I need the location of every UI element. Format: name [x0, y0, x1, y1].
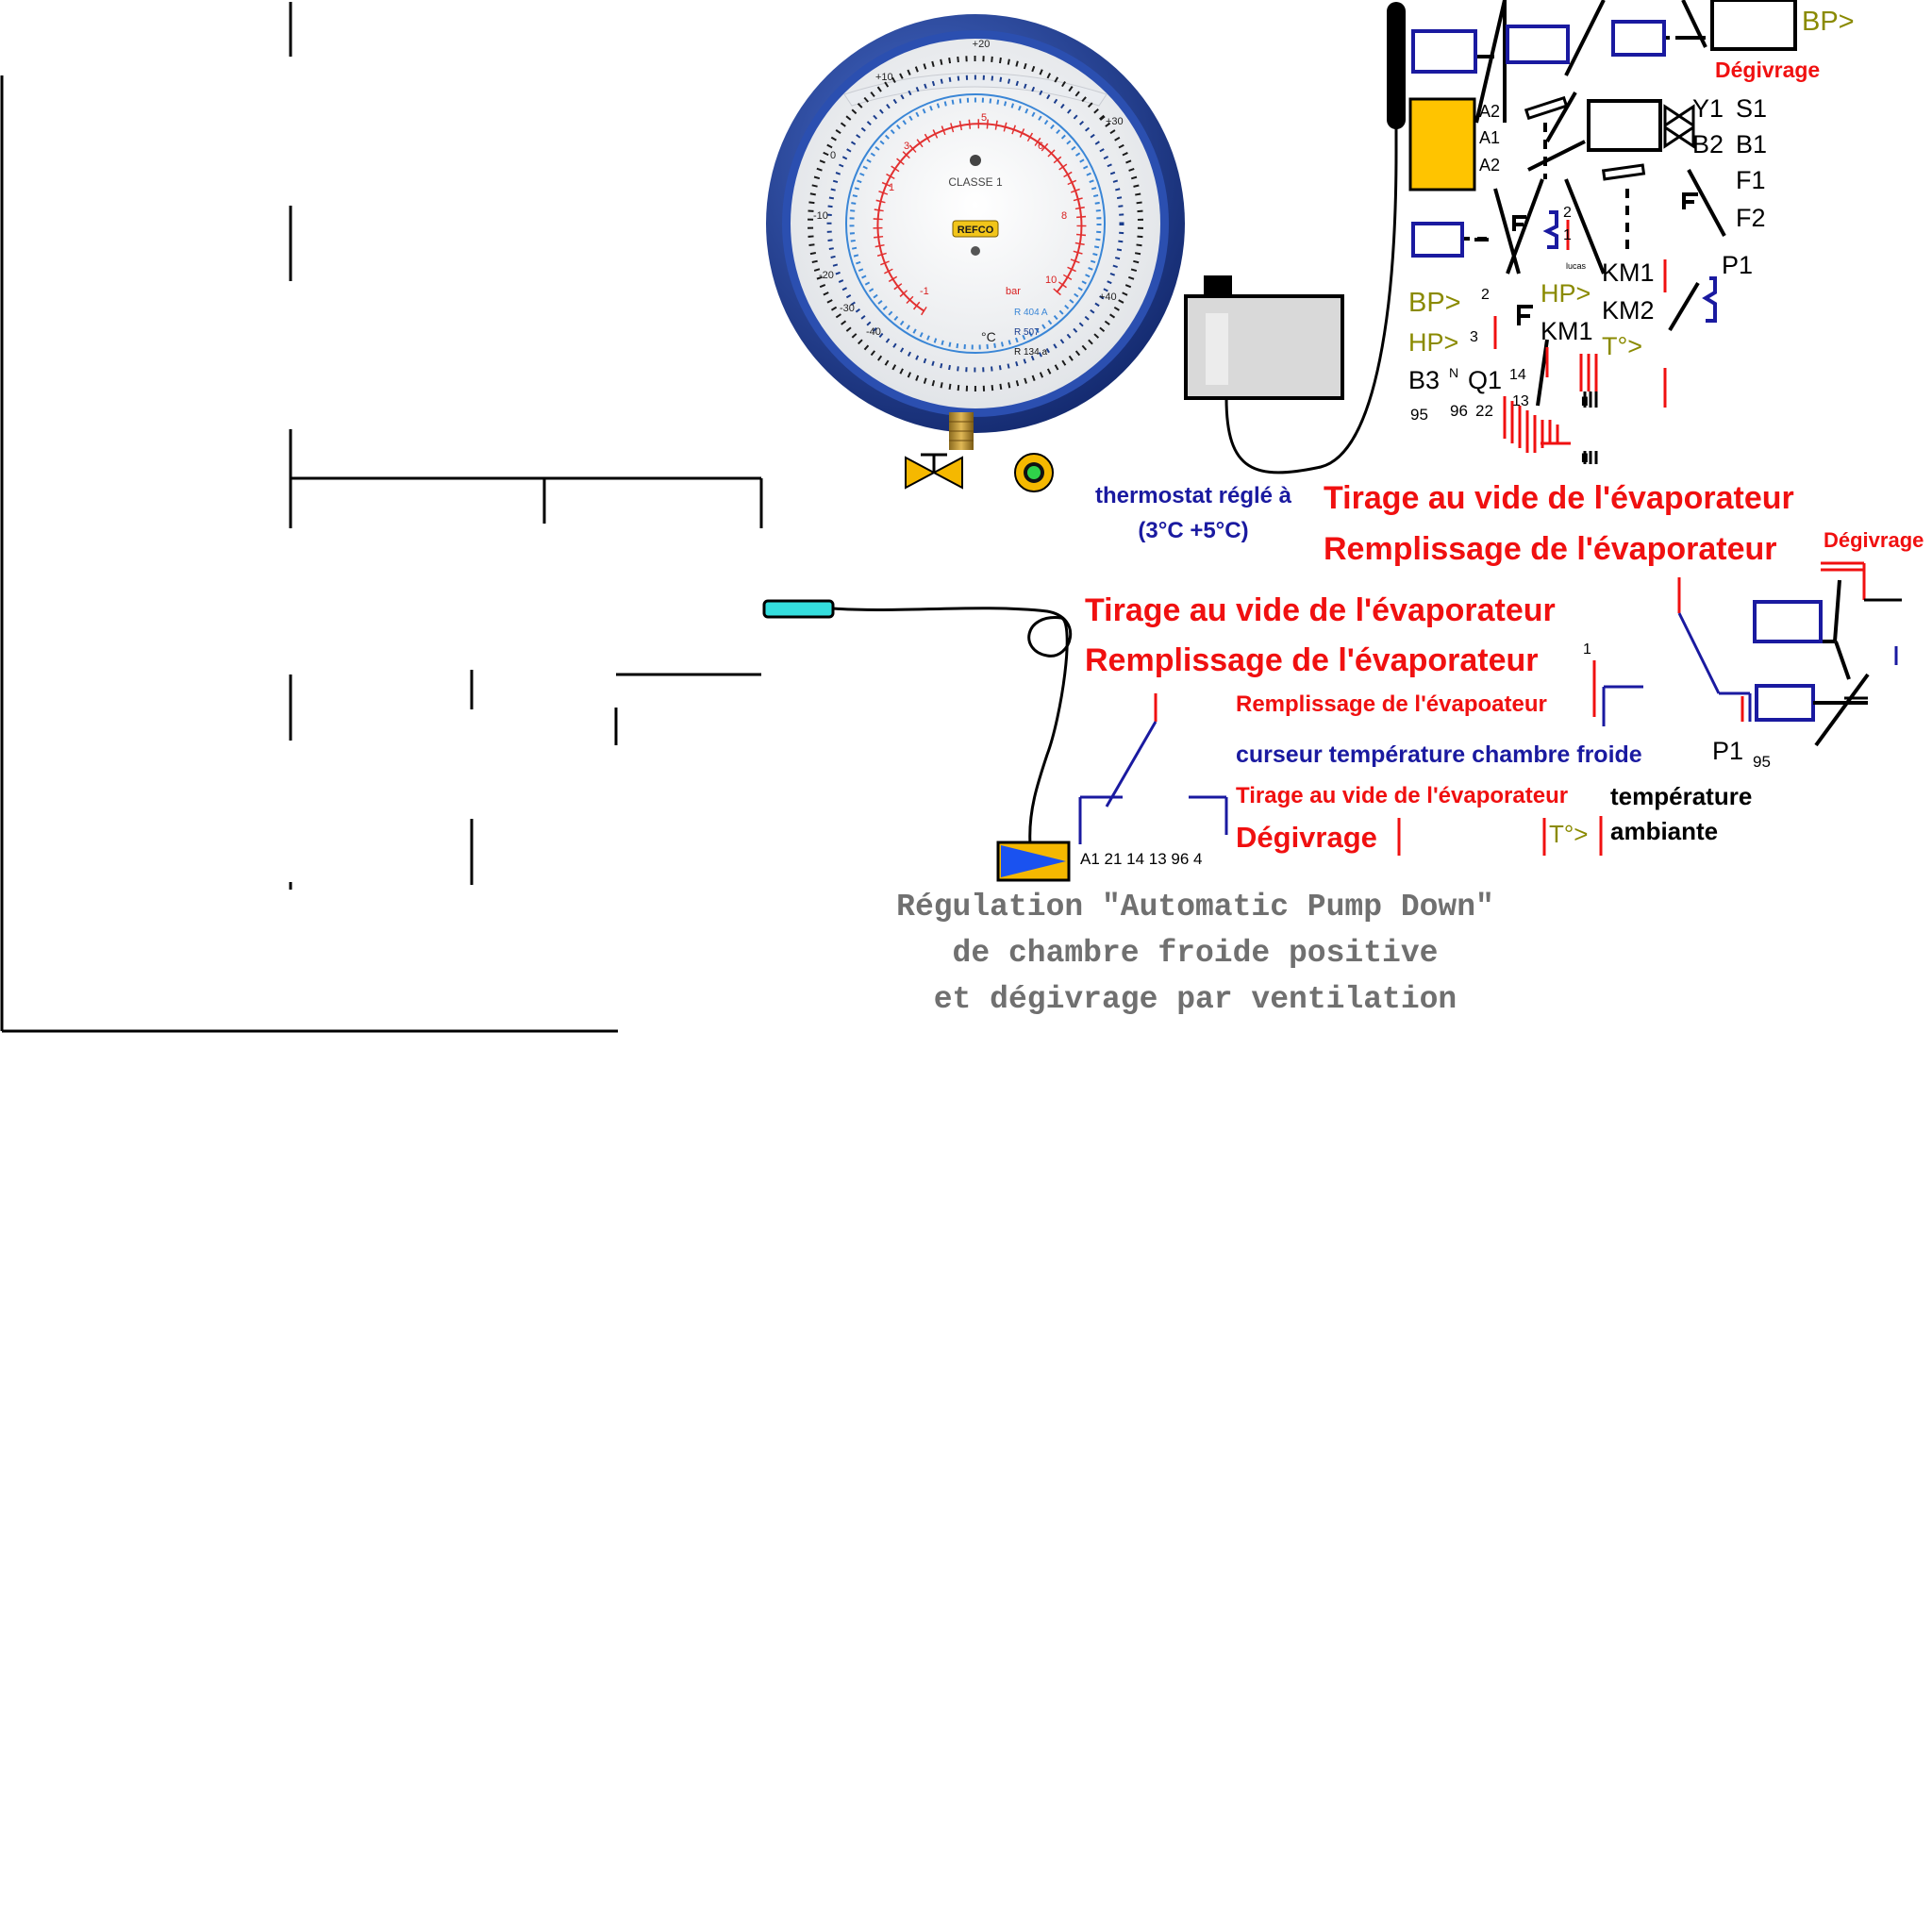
label-q1: Q1 — [1468, 366, 1502, 394]
label-superscript-1: 1 — [1583, 641, 1591, 658]
bar-label-6: 6 — [1038, 141, 1043, 152]
label-95: 95 — [1410, 406, 1428, 424]
refco-logo — [952, 220, 999, 238]
gauge-unit-celsius: °C — [981, 329, 996, 344]
scale-label-plus40: +40 — [1099, 291, 1117, 303]
title-line-3: et dégivrage par ventilation — [934, 982, 1457, 1017]
thermostat-label: thermostat réglé à — [1095, 483, 1292, 508]
label-3: 3 — [1470, 329, 1478, 345]
pressure-gauge: +20 +10 0 -10 -20 -30 -40 +30 +40 -1 1 3… — [766, 14, 1185, 450]
solenoid-valve-icon — [996, 841, 1071, 882]
left-wiring-frame — [0, 2, 763, 1033]
label-hp-mid: HP> — [1541, 279, 1591, 308]
scale-label-minus30: -30 — [840, 303, 855, 314]
title-line-2: de chambre froide positive — [953, 936, 1439, 971]
label-y1: Y1 — [1692, 94, 1724, 123]
label-13: 13 — [1512, 393, 1529, 409]
gauge-unit-bar: bar — [1006, 286, 1021, 297]
scale-label-minus40: -40 — [866, 326, 881, 338]
label-a1: A1 — [1479, 128, 1500, 147]
label-95-bottom: 95 — [1753, 753, 1771, 771]
label-96: 96 — [1450, 402, 1468, 420]
temperature-sensor — [762, 599, 1073, 845]
label-iii-bottom: III — [1581, 450, 1592, 465]
label-p1: P1 — [1722, 251, 1753, 279]
sensor-bulb — [762, 599, 835, 619]
thermostat-unit — [1184, 123, 1398, 475]
label-b2: B2 — [1692, 130, 1724, 158]
capillary-tube — [832, 607, 1073, 845]
label-1: 1 — [1563, 227, 1572, 243]
defrost-schematic — [1592, 561, 1902, 747]
label-km1-bottom: KM1 — [1541, 317, 1593, 345]
bar-label-5: 5 — [981, 112, 987, 124]
label-degivrage-right: Dégivrage — [1824, 528, 1924, 552]
label-lucas: lucas — [1566, 261, 1587, 271]
label-a2-top: A2 — [1479, 102, 1500, 121]
scale-label-plus30: +30 — [1106, 116, 1124, 127]
label-2b: 2 — [1481, 287, 1490, 303]
label-2: 2 — [1563, 205, 1572, 221]
gauge-screw-icon — [970, 155, 981, 166]
terminal-wiring — [1078, 693, 1228, 844]
label-remplissage-small: Remplissage de l'évapoateur — [1236, 691, 1547, 717]
bar-label-10: 10 — [1045, 275, 1057, 286]
label-b3: B3 — [1408, 366, 1440, 394]
label-degivrage-bottom: Dégivrage — [1236, 821, 1377, 854]
valve-icon — [905, 453, 963, 490]
bar-label-minus1: -1 — [920, 286, 929, 297]
scale-label-plus20: +20 — [973, 39, 991, 50]
heading-remplissage-1: Remplissage de l'évaporateur — [1324, 531, 1777, 567]
label-terminals: A1 21 14 13 96 4 — [1080, 850, 1203, 868]
label-a2-bottom: A2 — [1479, 156, 1500, 175]
bar-label-8: 8 — [1061, 210, 1067, 222]
heading-remplissage-2: Remplissage de l'évaporateur — [1085, 642, 1539, 678]
label-n: N — [1449, 365, 1458, 380]
label-degivrage-top: Dégivrage — [1715, 58, 1820, 82]
indicator-light-icon — [1014, 453, 1054, 492]
label-tirage-small: Tirage au vide de l'évaporateur — [1236, 783, 1568, 808]
bar-label-1: 1 — [889, 182, 894, 193]
title-line-1: Régulation "Automatic Pump Down" — [896, 890, 1494, 924]
gauge-pin-icon — [971, 246, 980, 256]
electrical-schematic — [1387, 0, 1797, 464]
label-p1-bottom: P1 — [1712, 737, 1743, 765]
thermostat-setpoint: (3°C +5°C) — [1138, 518, 1248, 543]
label-f2: F2 — [1736, 204, 1766, 232]
label-hp-left: HP> — [1408, 328, 1458, 357]
label-t-mid: T°> — [1602, 332, 1642, 360]
label-t-bottom: T°> — [1549, 820, 1588, 848]
label-14: 14 — [1509, 367, 1526, 383]
scale-label-plus10: +10 — [875, 72, 893, 83]
refrigerant-r507: R 507 — [1014, 327, 1040, 338]
label-bp-top: BP> — [1802, 7, 1855, 37]
label-km2: KM2 — [1602, 296, 1655, 325]
label-b1: B1 — [1736, 130, 1767, 158]
refco-logo-text: REFCO — [958, 225, 994, 236]
label-bp-mid: BP> — [1408, 288, 1461, 318]
label-temperature: température — [1610, 782, 1752, 810]
label-f1: F1 — [1736, 166, 1766, 194]
refrigerant-r134a: R 134 a — [1014, 347, 1047, 358]
label-km1-top: KM1 — [1602, 258, 1655, 287]
label-curseur-temperature: curseur température chambre froide — [1236, 741, 1642, 768]
relay-block — [1408, 97, 1476, 192]
label-22: 22 — [1475, 402, 1493, 420]
heading-tirage-1: Tirage au vide de l'évaporateur — [1324, 480, 1794, 516]
heading-tirage-2: Tirage au vide de l'évaporateur — [1085, 592, 1556, 628]
gauge-class-label: CLASSE 1 — [948, 175, 1003, 189]
label-iii-top: III — [1581, 393, 1592, 408]
bar-label-3: 3 — [904, 141, 909, 152]
scale-label-minus20: -20 — [819, 270, 834, 281]
schematic-labels: BP> Dégivrage Y1 S1 B2 B1 F1 F2 P1 A2 A1… — [1408, 7, 1855, 465]
refrigerant-r404a: R 404 A — [1014, 308, 1048, 318]
scale-label-0: 0 — [830, 150, 836, 161]
scale-label-minus10: -10 — [813, 210, 828, 222]
thermostat-bulb-connector — [1387, 2, 1406, 129]
label-ambiante: ambiante — [1610, 817, 1718, 845]
label-s1: S1 — [1736, 94, 1767, 123]
